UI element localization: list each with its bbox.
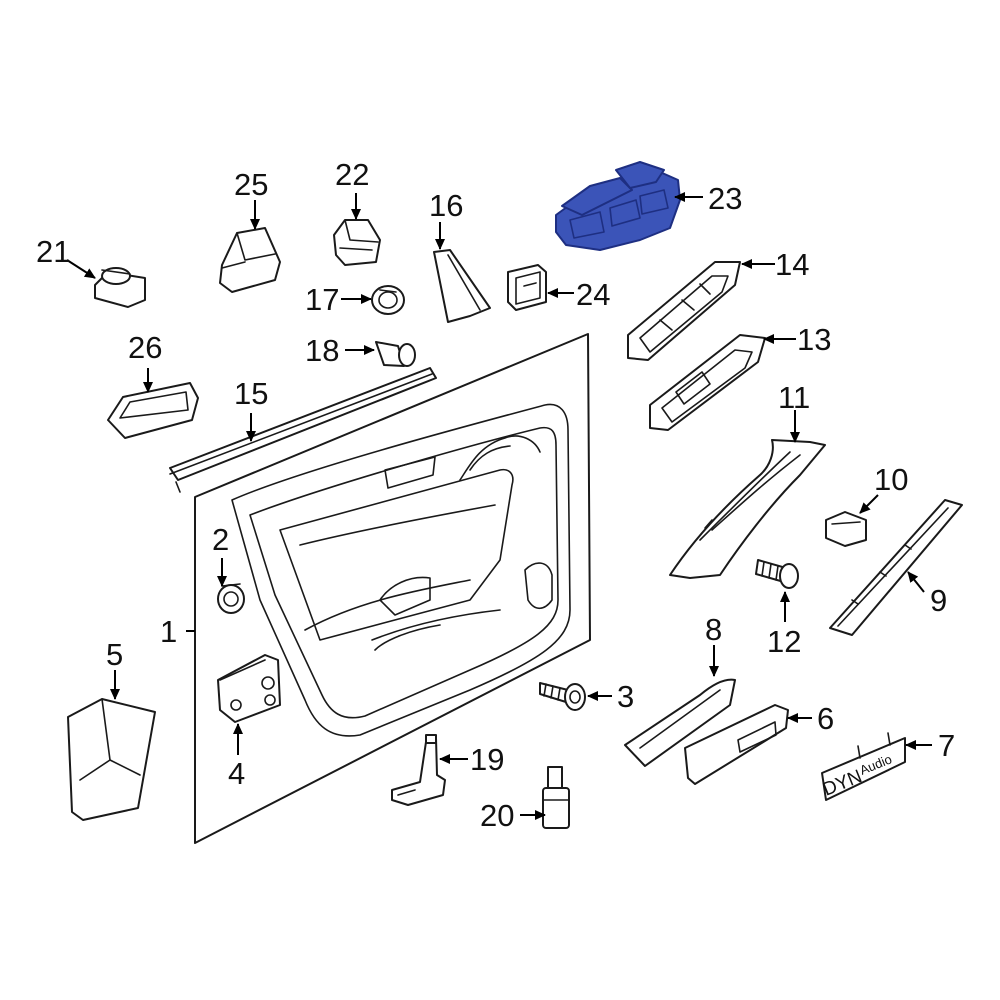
callout-26: 26 bbox=[128, 330, 162, 365]
window-belt-strip-part-15 bbox=[169, 367, 437, 493]
screw-part-12 bbox=[755, 559, 799, 589]
callout-7: 7 bbox=[938, 728, 955, 763]
callout-24: 24 bbox=[576, 277, 610, 312]
callout-12: 12 bbox=[767, 624, 801, 659]
callout-13: 13 bbox=[797, 322, 831, 357]
highlighted-switch-top bbox=[561, 177, 633, 216]
door-sensor-part-19 bbox=[391, 734, 446, 806]
callout-17: 17 bbox=[305, 282, 339, 317]
callout-14: 14 bbox=[775, 247, 809, 282]
mirror-switch-part-21 bbox=[94, 267, 146, 308]
window-switch-part-25 bbox=[219, 227, 281, 293]
armrest-trim-part-11 bbox=[669, 439, 826, 579]
callout-11: 11 bbox=[778, 380, 810, 415]
callout-1: 1 bbox=[160, 614, 177, 649]
window-switch-part-22 bbox=[333, 219, 381, 266]
grommet-part-17 bbox=[371, 285, 405, 315]
switch-bezel-part-13 bbox=[649, 334, 766, 431]
sail-trim-part-16 bbox=[433, 249, 491, 323]
callout-numbers: 1 2 3 4 5 6 7 8 9 10 11 12 13 14 15 16 1… bbox=[36, 157, 955, 833]
callout-4: 4 bbox=[228, 756, 245, 791]
callout-8: 8 bbox=[705, 612, 722, 647]
dynaudio-badge-part-7: DYN Audio bbox=[820, 732, 906, 801]
callout-21: 21 bbox=[36, 234, 70, 269]
trim-strip-part-9 bbox=[829, 499, 963, 636]
trim-cover-part-5 bbox=[67, 698, 156, 821]
mounting-bracket-part-4 bbox=[217, 654, 281, 723]
callout-10: 10 bbox=[874, 462, 908, 497]
callout-3: 3 bbox=[617, 679, 634, 714]
callout-6: 6 bbox=[817, 701, 834, 736]
clip-part-18 bbox=[375, 341, 416, 367]
callout-20: 20 bbox=[480, 798, 514, 833]
callout-23: 23 bbox=[708, 181, 742, 216]
callout-19: 19 bbox=[470, 742, 504, 777]
callout-25: 25 bbox=[234, 167, 268, 202]
master-window-switch-part-23 bbox=[555, 161, 681, 251]
trim-strip-part-8 bbox=[624, 678, 736, 767]
callout-15: 15 bbox=[234, 376, 268, 411]
door-connector-part-20 bbox=[542, 766, 570, 829]
callout-18: 18 bbox=[305, 333, 339, 368]
callout-5: 5 bbox=[106, 637, 123, 672]
trim-panel-part-6 bbox=[684, 704, 789, 785]
switch-part-24 bbox=[507, 264, 547, 311]
leader-lines bbox=[66, 192, 932, 820]
door-trim-outline bbox=[231, 403, 571, 737]
callout-22: 22 bbox=[335, 157, 369, 192]
bolt-part-3 bbox=[539, 682, 586, 711]
switch-bezel-part-14 bbox=[627, 261, 741, 361]
door-trim-panel-part-1 bbox=[194, 333, 591, 844]
callout-16: 16 bbox=[429, 188, 463, 223]
handle-bezel-part-26 bbox=[107, 382, 199, 439]
clip-part-10 bbox=[825, 511, 867, 547]
push-retainer-part-2 bbox=[217, 583, 245, 614]
callout-9: 9 bbox=[930, 583, 947, 618]
callout-2: 2 bbox=[212, 522, 229, 557]
highlighted-switch-top-2 bbox=[615, 161, 665, 189]
